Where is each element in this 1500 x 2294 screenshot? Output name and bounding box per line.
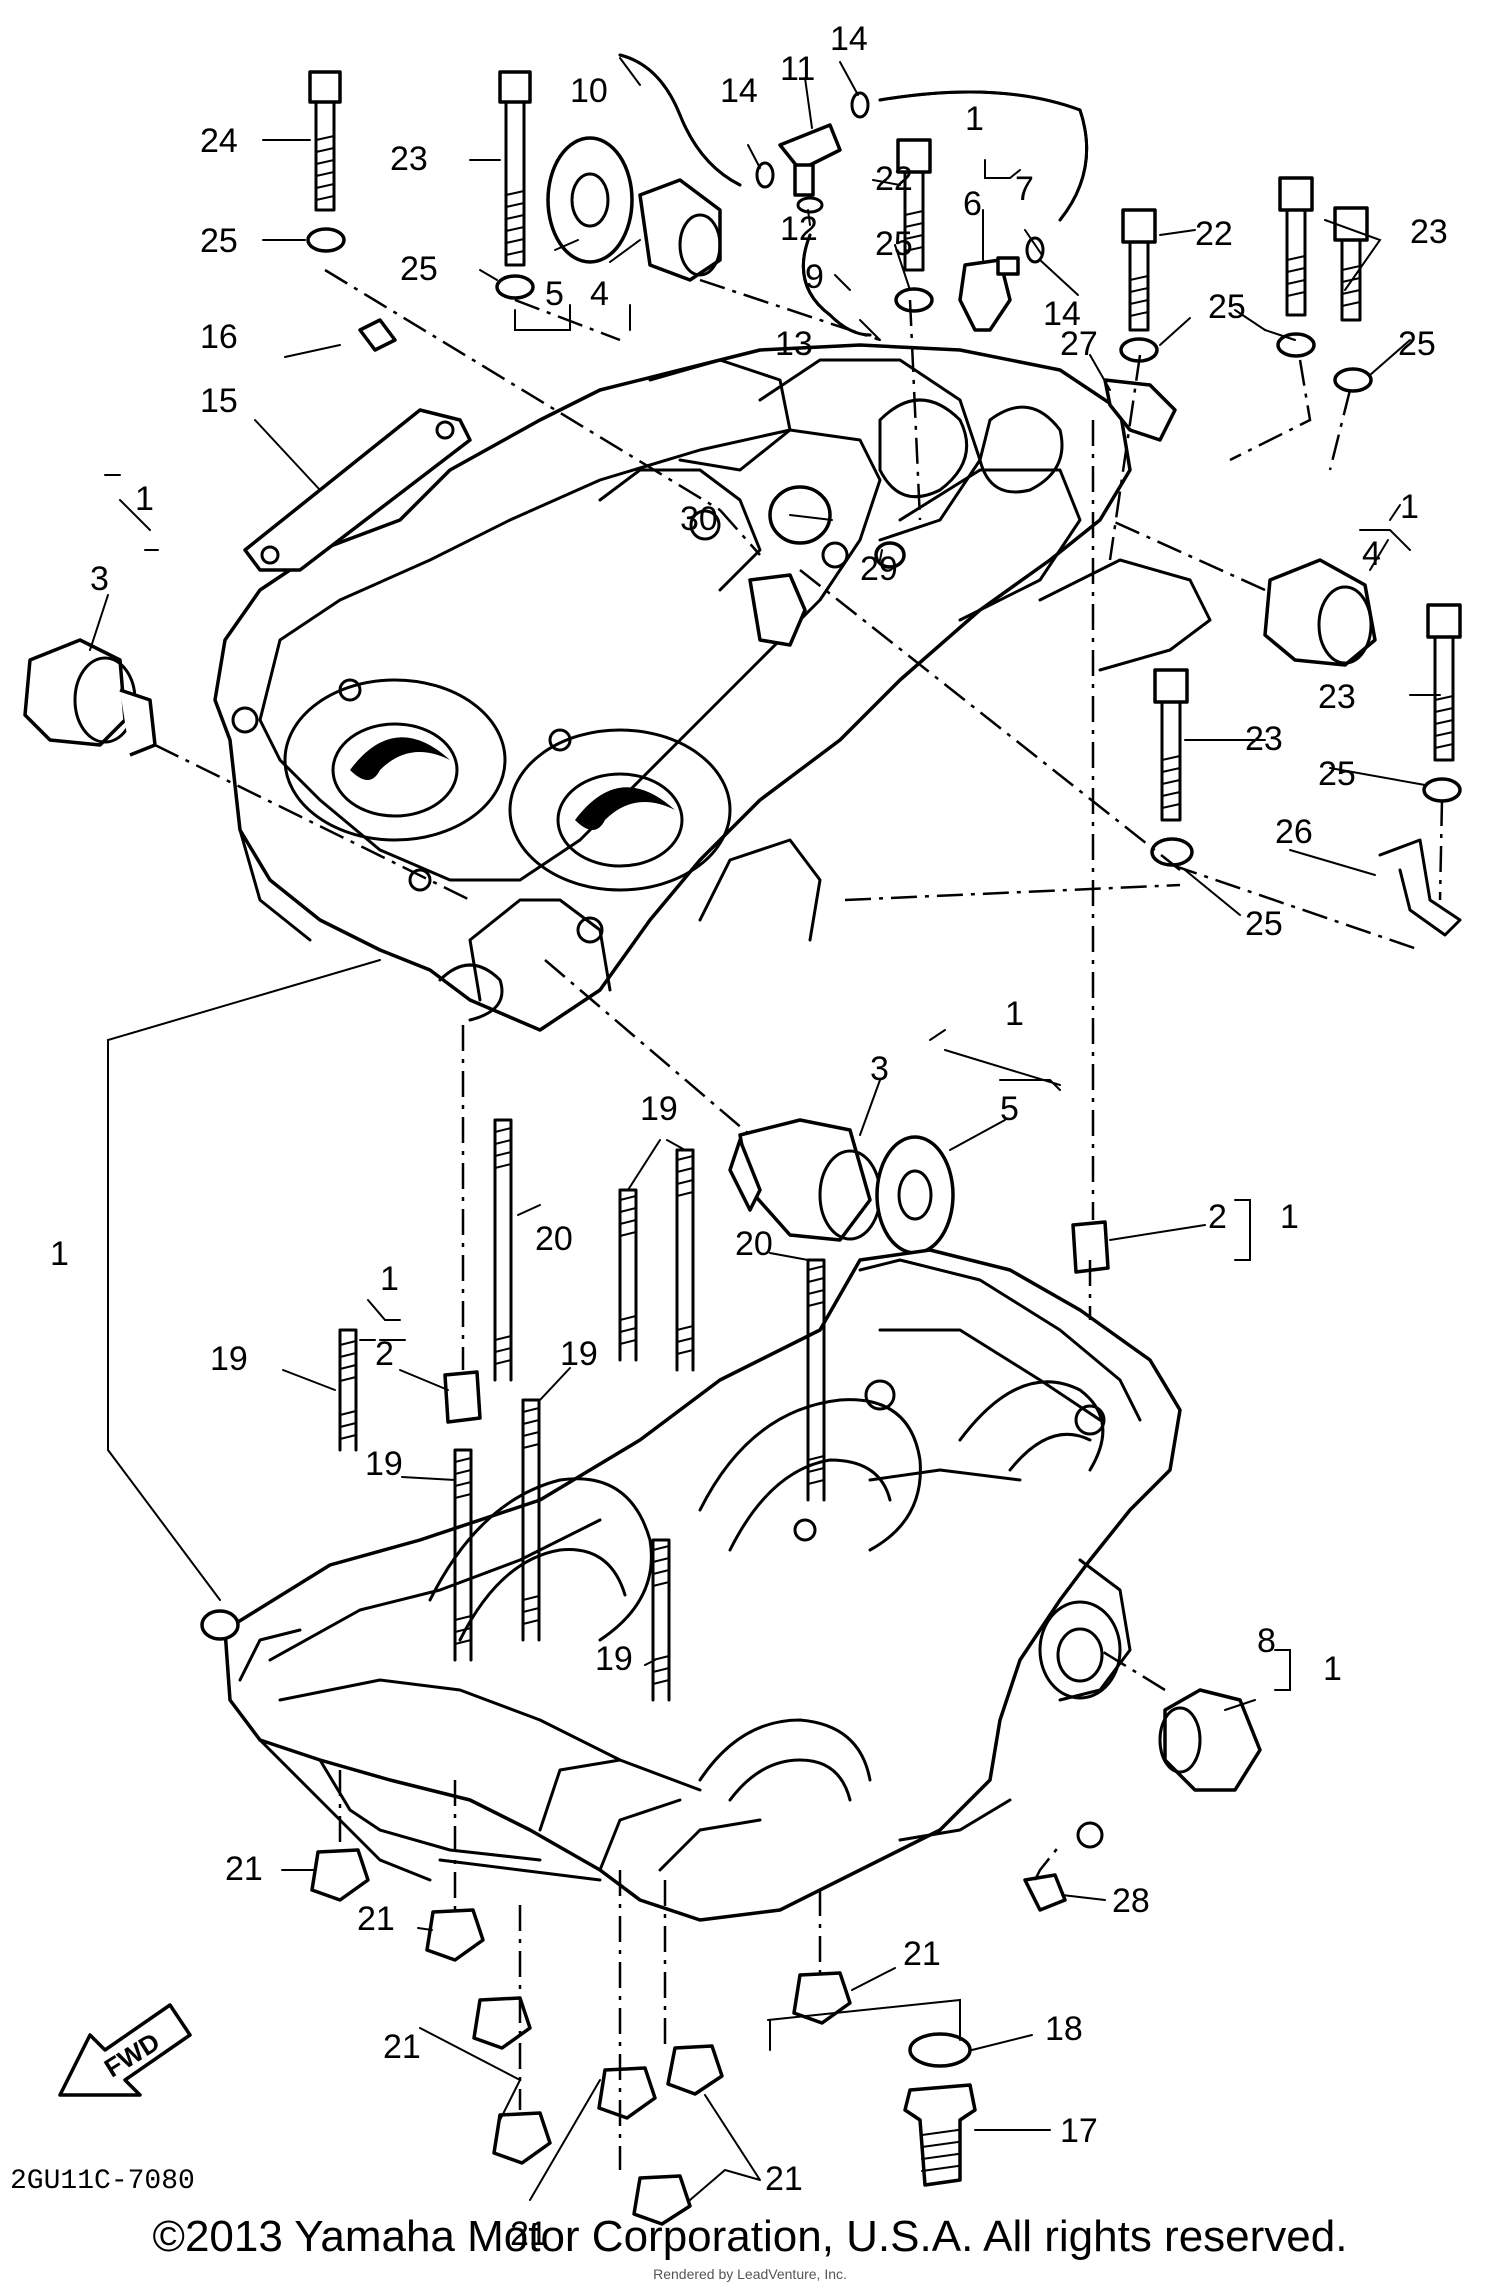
label-p28: 28 bbox=[1112, 1882, 1150, 1920]
nuts-and-plug bbox=[310, 1848, 977, 2226]
label-c1-dowel-right: 1 bbox=[1280, 1198, 1299, 1236]
label-p2-left: 2 bbox=[375, 1335, 394, 1373]
label-p25-c: 25 bbox=[875, 225, 913, 263]
label-p12: 12 bbox=[780, 210, 818, 248]
label-p4-top: 4 bbox=[590, 275, 609, 313]
upper-crankcase bbox=[213, 343, 1212, 1032]
label-p2-right: 2 bbox=[1208, 1198, 1227, 1236]
label-p17: 17 bbox=[1060, 2112, 1098, 2150]
leader-lines bbox=[89, 57, 1444, 2201]
label-p11: 11 bbox=[780, 50, 815, 88]
label-p27: 27 bbox=[1060, 325, 1098, 363]
label-p5-mid: 5 bbox=[1000, 1090, 1019, 1128]
top-small-parts bbox=[243, 53, 1462, 937]
label-p25-f: 25 bbox=[1318, 755, 1356, 793]
label-p20-b: 20 bbox=[735, 1225, 773, 1263]
dowels bbox=[443, 1220, 1110, 1424]
label-p6: 6 bbox=[963, 185, 982, 223]
label-p10: 10 bbox=[570, 72, 608, 110]
label-p21-c: 21 bbox=[383, 2028, 421, 2066]
label-c1-top-mid: 1 bbox=[965, 100, 984, 138]
label-p19-b: 19 bbox=[640, 1090, 678, 1128]
label-p19-d: 19 bbox=[365, 1445, 403, 1483]
diagram-code: 2GU11C-7080 bbox=[10, 2166, 195, 2197]
label-p9: 9 bbox=[805, 258, 824, 296]
label-p25-d: 25 bbox=[1208, 288, 1246, 326]
label-c1-bearing-8: 1 bbox=[1323, 1650, 1342, 1688]
label-p21-a: 21 bbox=[225, 1850, 263, 1888]
label-p25-a: 25 bbox=[200, 222, 238, 260]
studs bbox=[338, 1118, 826, 1702]
label-c1-top-left: 1 bbox=[135, 480, 154, 518]
label-p23-c: 23 bbox=[1318, 678, 1356, 716]
label-p14-a: 14 bbox=[720, 72, 758, 110]
label-p21-f: 21 bbox=[903, 1935, 941, 1973]
label-p14-c: 14 bbox=[1043, 295, 1081, 333]
label-p14-b: 14 bbox=[830, 20, 868, 58]
label-c1-mid: 1 bbox=[1005, 995, 1024, 1033]
label-p24: 24 bbox=[200, 122, 238, 160]
label-p30: 30 bbox=[680, 500, 718, 538]
label-p29: 29 bbox=[860, 550, 898, 588]
label-p25-b: 25 bbox=[400, 250, 438, 288]
label-p3-left: 3 bbox=[90, 560, 109, 598]
label-p16: 16 bbox=[200, 318, 238, 356]
label-p23-a: 23 bbox=[390, 140, 428, 178]
label-p18: 18 bbox=[1045, 2010, 1083, 2048]
label-p23-d: 23 bbox=[1245, 720, 1283, 758]
copyright-notice: ©2013 Yamaha Motor Corporation, U.S.A. A… bbox=[152, 2212, 1348, 2261]
label-p22-a: 22 bbox=[875, 160, 913, 198]
label-p5-top: 5 bbox=[545, 275, 564, 313]
label-p19-a: 19 bbox=[210, 1340, 248, 1378]
label-p7: 7 bbox=[1015, 170, 1034, 208]
label-p21-e: 21 bbox=[765, 2160, 803, 2198]
label-p8: 8 bbox=[1257, 1622, 1276, 1660]
label-p20-a: 20 bbox=[535, 1220, 573, 1258]
label-p3-mid: 3 bbox=[870, 1050, 889, 1088]
label-c1-dowel-left: 1 bbox=[380, 1260, 399, 1298]
label-p23-b: 23 bbox=[1410, 213, 1448, 251]
label-p13: 13 bbox=[775, 325, 813, 363]
label-c1-right-top: 1 bbox=[1400, 488, 1419, 526]
label-p19-e: 19 bbox=[595, 1640, 633, 1678]
label-p25-g: 25 bbox=[1245, 905, 1283, 943]
label-p21-b: 21 bbox=[357, 1900, 395, 1938]
label-p15: 15 bbox=[200, 382, 238, 420]
label-c1-left: 1 bbox=[50, 1235, 69, 1273]
callout-labels: 1 1 1 1 1 1 1 1 2 2 3 3 4 4 5 5 6 7 8 9 … bbox=[10, 20, 1448, 2253]
label-p26: 26 bbox=[1275, 813, 1313, 851]
label-p21-d: 21 bbox=[510, 2215, 548, 2253]
label-p4-right: 4 bbox=[1362, 535, 1381, 573]
label-p22-b: 22 bbox=[1195, 215, 1233, 253]
fwd-arrow: FWD bbox=[58, 2003, 192, 2097]
bearings bbox=[23, 558, 1377, 1792]
label-p19-c: 19 bbox=[560, 1335, 598, 1373]
render-credit: Rendered by LeadVenture, Inc. bbox=[653, 2266, 847, 2282]
label-p25-e: 25 bbox=[1398, 325, 1436, 363]
lower-crankcase bbox=[200, 1248, 1182, 1922]
bolts bbox=[306, 70, 1462, 867]
